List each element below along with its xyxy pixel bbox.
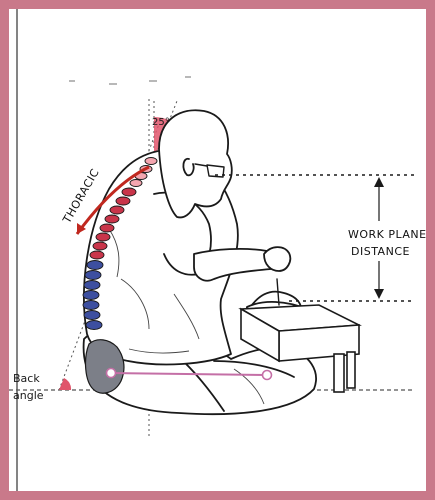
posture-diagram: 25° Back angle	[9, 9, 426, 491]
back-angle-label-line1: Back	[13, 372, 40, 385]
pelvis-bone	[86, 340, 124, 393]
diagram-frame: 25° Back angle	[9, 9, 426, 491]
work-plane-label-line1: WORK PLANE	[348, 228, 426, 241]
back-angle-label-line2: angle	[13, 389, 44, 402]
work-plane-label-line2: DISTANCE	[351, 245, 410, 258]
thoracic-label: THORACIC	[60, 166, 102, 226]
top-artifacts	[69, 77, 191, 84]
